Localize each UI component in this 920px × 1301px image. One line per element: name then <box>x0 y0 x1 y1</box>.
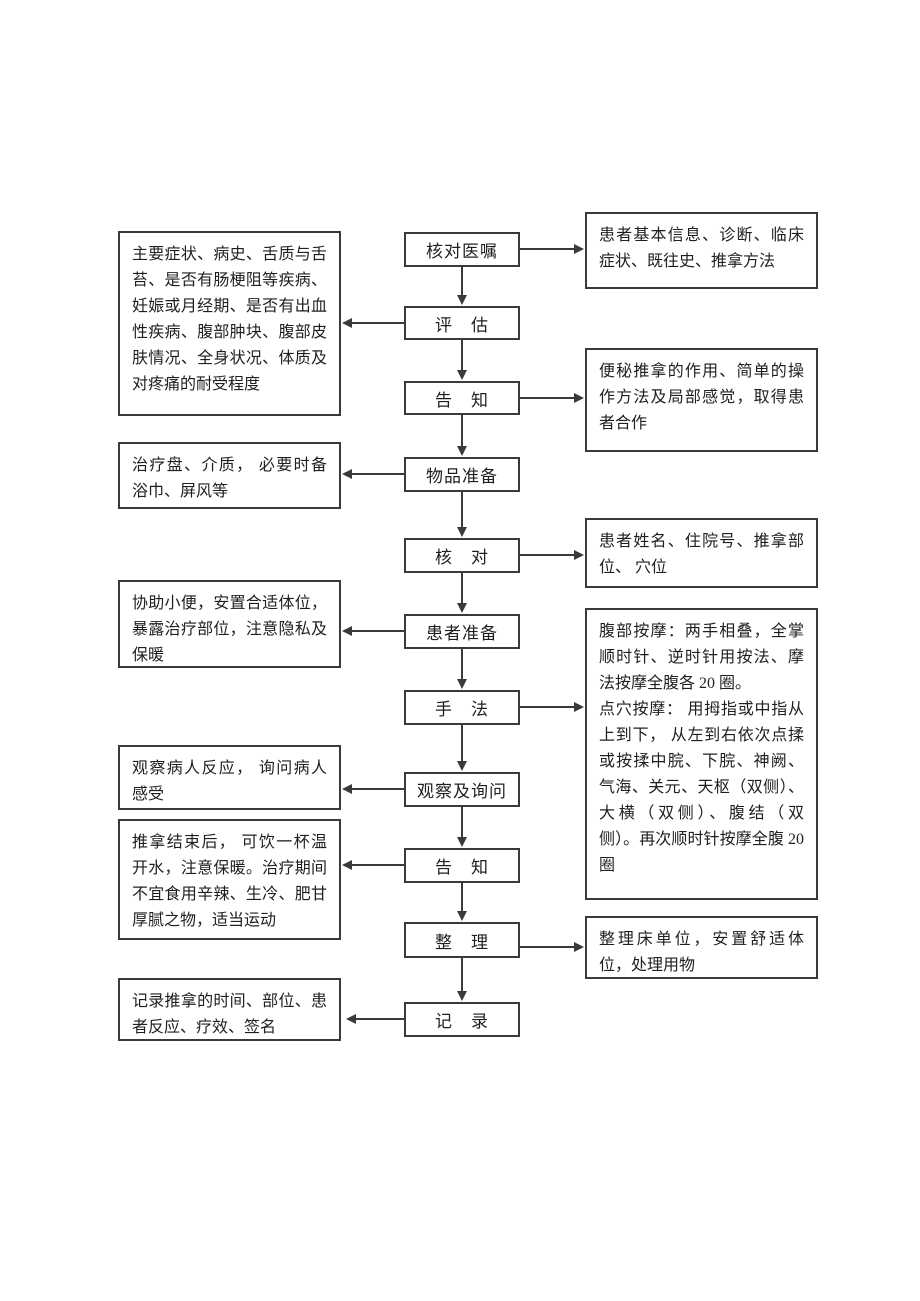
connector-arrow-down-7 <box>457 725 467 771</box>
connector-arrow-down-10 <box>457 958 467 1001</box>
connector-arrow-down-1 <box>457 267 467 305</box>
note-aftercare-advice: 推拿结束后， 可饮一杯温开水，注意保暖。治疗期间不宜食用辛辣、生冷、肥甘厚腻之物… <box>118 819 341 940</box>
flow-step-inform-after: 告 知 <box>404 848 520 883</box>
note-documentation: 记录推拿的时间、部位、患者反应、疗效、签名 <box>118 978 341 1041</box>
connector-arrow-right-inform <box>520 393 584 403</box>
connector-arrow-right-tidy <box>520 942 584 952</box>
note-massage-technique: 腹部按摩：两手相叠，全掌顺时针、逆时针用按法、摩法按摩全腹各 20 圈。 点穴按… <box>585 608 818 900</box>
flow-step-prepare-items: 物品准备 <box>404 457 520 492</box>
note-identity-check: 患者姓名、住院号、推拿部位、 穴位 <box>585 518 818 588</box>
flow-step-technique: 手 法 <box>404 690 520 725</box>
connector-arrow-left-assess <box>342 318 404 328</box>
flow-step-inform: 告 知 <box>404 381 520 415</box>
flow-step-assess: 评 估 <box>404 306 520 340</box>
note-assessment-items: 主要症状、病史、舌质与舌苔、是否有肠梗阻等疾病、妊娠或月经期、是否有出血性疾病、… <box>118 231 341 416</box>
note-tidy-up-details: 整理床单位，安置舒适体位，处理用物 <box>585 916 818 979</box>
connector-arrow-right-verify <box>520 550 584 560</box>
note-massage-technique-line-2: 点穴按摩： 用拇指或中指从上到下， 从左到右依次点揉或按揉中脘、下脘、神阙、气海… <box>599 701 804 874</box>
note-order-check-items: 患者基本信息、诊断、临床症状、既往史、推拿方法 <box>585 212 818 289</box>
note-supplies: 治疗盘、介质， 必要时备浴巾、屏风等 <box>118 442 341 509</box>
note-observation: 观察病人反应， 询问病人感受 <box>118 745 341 810</box>
connector-arrow-left-observe <box>342 784 404 794</box>
connector-arrow-down-9 <box>457 883 467 921</box>
connector-arrow-down-2 <box>457 340 467 380</box>
connector-arrow-down-3 <box>457 415 467 456</box>
connector-arrow-left-patient <box>342 626 404 636</box>
connector-arrow-down-5 <box>457 573 467 613</box>
connector-arrow-right-orders <box>520 244 584 254</box>
connector-arrow-down-4 <box>457 492 467 537</box>
flow-step-tidy-up: 整 理 <box>404 922 520 958</box>
connector-arrow-right-technique <box>520 702 584 712</box>
note-massage-technique-line-1: 腹部按摩：两手相叠，全掌顺时针、逆时针用按法、摩法按摩全腹各 20 圈。 <box>599 623 804 692</box>
flow-step-verify-orders: 核对医嘱 <box>404 232 520 267</box>
flow-step-observe-inquire: 观察及询问 <box>404 772 520 807</box>
connector-arrow-down-8 <box>457 807 467 847</box>
flow-step-prepare-patient: 患者准备 <box>404 614 520 649</box>
note-patient-education: 便秘推拿的作用、简单的操作方法及局部感觉，取得患者合作 <box>585 348 818 452</box>
connector-arrow-left-record <box>346 1014 404 1024</box>
connector-arrow-left-inform <box>342 860 404 870</box>
connector-arrow-down-6 <box>457 649 467 689</box>
connector-arrow-left-items <box>342 469 404 479</box>
note-patient-positioning: 协助小便，安置合适体位，暴露治疗部位，注意隐私及保暖 <box>118 580 341 668</box>
flow-step-verify: 核 对 <box>404 538 520 573</box>
flow-step-record: 记 录 <box>404 1002 520 1037</box>
